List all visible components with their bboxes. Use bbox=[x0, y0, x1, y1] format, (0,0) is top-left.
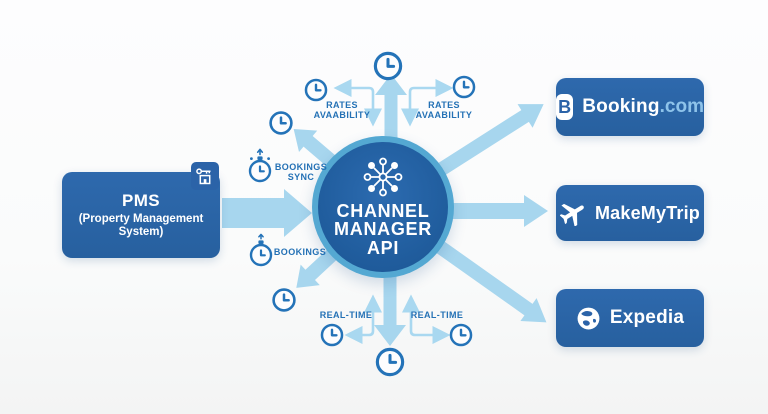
arrow-hub-down bbox=[374, 266, 406, 346]
airplane-icon bbox=[559, 203, 584, 226]
expedia-node: Expedia bbox=[556, 289, 704, 347]
booking-logo-icon: B bbox=[556, 94, 574, 120]
arrow-pms-to-hub bbox=[222, 189, 312, 237]
pms-subtitle: (Property Management System) bbox=[78, 212, 204, 239]
connector-realtime-left bbox=[344, 294, 383, 345]
connector-rates-left bbox=[333, 78, 383, 127]
clock-icon-top bbox=[373, 51, 403, 81]
label-bookings-sync: BOOKINGS SYNC bbox=[274, 162, 328, 182]
booking-suffix: .com bbox=[659, 96, 704, 117]
clock-icon-upper-left bbox=[269, 111, 293, 135]
clock-icon-realtime-right bbox=[449, 323, 473, 347]
sync-connectors bbox=[333, 78, 454, 345]
arrow-hub-to-makemytrip bbox=[446, 195, 548, 227]
clock-icon-lower-left bbox=[272, 288, 296, 312]
connector-rates-right bbox=[400, 78, 454, 127]
bookings-stopwatch-icon bbox=[249, 233, 273, 267]
booking-label: Booking bbox=[582, 96, 660, 117]
clock-icon-rates-left bbox=[304, 78, 328, 102]
network-hub-icon bbox=[363, 157, 403, 197]
pms-title: PMS bbox=[121, 190, 161, 210]
label-bookings: BOOKINGS bbox=[273, 247, 327, 257]
bookings-sync-stopwatch-icon bbox=[248, 148, 272, 183]
pms-node: PMS (Property Management System) bbox=[62, 172, 220, 258]
booking-node: B Booking.com bbox=[556, 78, 704, 136]
connector-realtime-right bbox=[401, 294, 451, 345]
hub-title-line2: MANAGER bbox=[334, 219, 432, 240]
globe-icon bbox=[577, 307, 600, 329]
channel-manager-hub: CHANNEL MANAGER API bbox=[312, 136, 454, 278]
hub-title-line3: API bbox=[366, 237, 400, 258]
arrow-hub-to-booking bbox=[430, 104, 544, 180]
hub-title-line1: CHANNEL bbox=[336, 200, 430, 221]
arrow-hub-up bbox=[375, 74, 407, 150]
label-realtime-right: REAL-TIME bbox=[410, 310, 464, 320]
pms-key-building-icon bbox=[191, 162, 219, 190]
arrow-hub-to-expedia bbox=[428, 236, 547, 323]
expedia-label: Expedia bbox=[609, 307, 685, 328]
makemytrip-node: MakeMyTrip bbox=[556, 185, 704, 241]
makemytrip-label: MakeMyTrip bbox=[594, 202, 701, 223]
label-realtime-left: REAL-TIME bbox=[319, 310, 373, 320]
clock-icon-rates-right bbox=[452, 75, 476, 99]
label-rates-availability-left: RATES AVAABILITY bbox=[313, 100, 371, 120]
hub-circle: CHANNEL MANAGER API bbox=[318, 142, 448, 272]
clock-icon-realtime-left bbox=[320, 323, 344, 347]
label-rates-availability-right: RATES AVAABILITY bbox=[415, 100, 473, 120]
clock-icon-bottom bbox=[375, 347, 405, 377]
